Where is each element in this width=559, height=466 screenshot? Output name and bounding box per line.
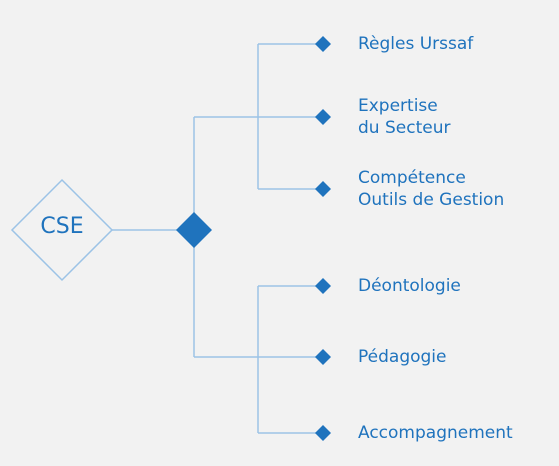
branch-node-5 — [315, 349, 331, 365]
branch-label-line: Expertise — [358, 96, 438, 116]
branch-label-expertise-secteur: Expertise du Secteur — [358, 95, 450, 139]
branch-label-accompagnement: Accompagnement — [358, 422, 513, 444]
branch-label-competence-outils: Compétence Outils de Gestion — [358, 167, 504, 211]
branch-node-4 — [315, 278, 331, 294]
branch-label-line: Compétence — [358, 168, 466, 188]
branch-label-deontologie: Déontologie — [358, 275, 461, 297]
branch-label-line: Pédagogie — [358, 347, 447, 367]
branch-label-line: Déontologie — [358, 276, 461, 296]
branch-label-line: Outils de Gestion — [358, 190, 505, 210]
hub-diamond — [176, 212, 212, 248]
branch-label-pedagogie: Pédagogie — [358, 346, 446, 368]
branch-label-line: du Secteur — [358, 118, 451, 138]
root-label: CSE — [40, 214, 84, 239]
branch-node-2 — [315, 109, 331, 125]
branch-node-1 — [315, 36, 331, 52]
branch-label-regles-urssaf: Règles Urssaf — [358, 33, 473, 55]
branch-label-line: Règles Urssaf — [358, 34, 474, 54]
branch-node-6 — [315, 425, 331, 441]
branch-node-3 — [315, 181, 331, 197]
root-diamond — [10, 178, 114, 282]
branch-label-line: Accompagnement — [358, 423, 513, 443]
